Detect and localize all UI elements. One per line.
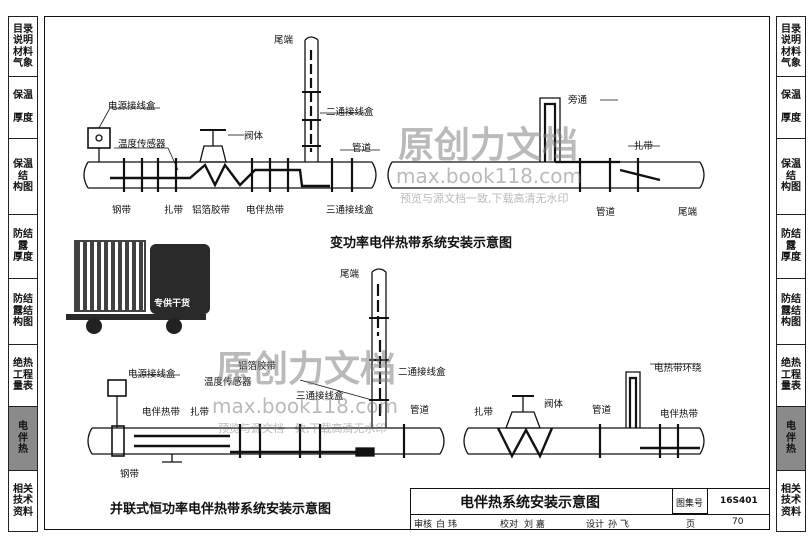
label-heat-tape-d1: 电伴热带	[246, 205, 285, 216]
design-label: 设计	[586, 520, 605, 530]
nav-item-catalog[interactable]: 目录 说明 材料 气象	[9, 17, 37, 77]
pipe-d2-left	[87, 379, 445, 463]
page-number: 70	[732, 517, 744, 527]
nav-item-related-docs[interactable]: 相关 技术 资料	[13, 483, 33, 518]
nav-item-electric-tracing[interactable]: 电 伴 热	[9, 407, 37, 471]
label-pipe-d2: 管道	[410, 405, 430, 416]
label-heat-tape-d3: 电伴热带	[660, 409, 699, 420]
truck-wheel-icon	[166, 318, 182, 334]
label-valve-d3: 阀体	[544, 399, 564, 410]
truck-wheel-icon	[86, 318, 102, 334]
watermark-url: max.book118.com	[212, 394, 398, 418]
label-steel-band-d1: 钢带	[112, 205, 132, 216]
power-box-d1	[87, 127, 111, 149]
check-label: 校对	[500, 520, 519, 530]
checker-name: 刘 嘉	[524, 520, 545, 530]
designer-name: 孙 飞	[608, 520, 629, 530]
nav-item-anticondensation-structure[interactable]: 防结 露结 构图	[9, 279, 37, 345]
nav-item-anticondensation-structure[interactable]: 防结 露结 构图	[777, 279, 805, 345]
reviewer-name: 白 玮	[436, 520, 457, 530]
label-two-way-box-d2: 二通接线盒	[398, 367, 446, 378]
label-three-way-box-d1: 三通接线盒	[326, 205, 374, 216]
label-loop-d3: 电热带环绕	[654, 363, 702, 374]
right-nav: 目录 说明 材料 气象 保温 厚度 保温 结 构图 防结 露 厚度 防结 露结 …	[776, 16, 806, 532]
atlas-number: 16S401	[720, 496, 758, 506]
title-cell	[410, 488, 672, 514]
label-tie-d2: 扎带	[190, 407, 210, 418]
nav-item-insulation-structure[interactable]: 保温 结 构图	[777, 139, 805, 215]
truck-body	[150, 244, 210, 314]
pipe-bands-d1	[122, 158, 354, 192]
label-tie-d3: 扎带	[474, 407, 494, 418]
label-temp-sensor-d2: 温度传感器	[204, 377, 252, 388]
caption-diagram1: 变功率电伴热带系统安装示意图	[330, 236, 513, 251]
label-valve-d1: 阀体	[244, 131, 264, 142]
label-foil-tape-d2: 铝箔胶带	[238, 361, 277, 372]
truck-deck	[66, 314, 206, 320]
nav-item-quantity-table[interactable]: 绝热 工程 量表	[9, 345, 37, 407]
label-tail-d2: 尾端	[340, 269, 360, 280]
nav-item-insulation-thickness[interactable]: 保温 厚度	[777, 77, 805, 139]
label-pipe-d1: 管道	[352, 143, 372, 154]
signature-row	[410, 514, 770, 530]
nav-item-insulation-structure[interactable]: 保温 结 构图	[9, 139, 37, 215]
qr-code	[74, 240, 146, 312]
pipe-d3	[463, 371, 705, 459]
atlas-label: 图集号	[676, 499, 704, 509]
review-label: 审核	[414, 520, 433, 530]
label-tie2-d1: 扎带	[634, 141, 654, 152]
label-power-box-d2: 电源接线盒	[128, 369, 176, 380]
nav-item-insulation-thickness[interactable]: 保温 厚度	[9, 77, 37, 139]
label-tail2-d1: 尾端	[678, 207, 698, 218]
pipe-d1-right	[387, 97, 705, 192]
drawing-frame	[44, 16, 770, 530]
valve-d1	[199, 129, 227, 163]
label-heat-tape-d2: 电伴热带	[142, 407, 181, 418]
nav-item-catalog[interactable]: 目录 说明 材料 气象	[777, 17, 805, 77]
pipe-d1-left	[83, 161, 377, 189]
page-label: 页	[686, 520, 696, 530]
watermark-title: 原创力文档	[216, 349, 397, 390]
label-temp-sensor-d1: 温度传感器	[118, 139, 166, 150]
left-nav: 目录 说明 材料 气象 保温 厚度 保温 结 构图 防结 露 厚度 防结 露结 …	[8, 16, 38, 532]
watermark-url: max.book118.com	[396, 164, 582, 188]
label-foil-tape-d1: 铝箔胶带	[192, 205, 231, 216]
watermark-title: 原创力文档	[398, 125, 579, 166]
nav-item-anticondensation-thickness[interactable]: 防结 露 厚度	[777, 215, 805, 279]
label-tail-d1: 尾端	[274, 35, 294, 46]
nav-item-quantity-table[interactable]: 绝热 工程 量表	[777, 345, 805, 407]
label-pipe2-d1: 管道	[596, 207, 616, 218]
riser-d1	[302, 36, 321, 162]
caption-diagram2: 并联式恒功率电伴热带系统安装示意图	[110, 502, 332, 517]
watermark-subtitle: 预览与源文档一致,下载高清无水印	[400, 192, 569, 205]
label-three-way-box-d2: 三通接线盒	[296, 391, 344, 402]
badge-label: 专供干货	[154, 299, 191, 309]
label-two-way-box-d1: 二通接线盒	[326, 107, 374, 118]
heat-tape-d1	[110, 162, 330, 188]
label-bypass-d1: 旁通	[568, 95, 588, 106]
atlas-label-cell	[672, 488, 708, 514]
label-pipe-d3: 管道	[592, 405, 612, 416]
label-tie-d1: 扎带	[164, 205, 184, 216]
title-block-title: 电伴热系统安装示意图	[460, 495, 600, 511]
label-steel-band-d2: 钢带	[120, 469, 140, 480]
riser-d2	[369, 268, 389, 428]
watermark-subtitle: 预览与源文档一致,下载高清无水印	[218, 422, 387, 435]
nav-item-electric-tracing[interactable]: 电 伴 热	[777, 407, 805, 471]
nav-item-anticondensation-thickness[interactable]: 防结 露 厚度	[9, 215, 37, 279]
qr-badge[interactable]: 专供干货	[66, 240, 214, 340]
label-power-box-d1: 电源接线盒	[108, 101, 156, 112]
nav-item-related-docs[interactable]: 相关 技术 资料	[781, 483, 801, 518]
